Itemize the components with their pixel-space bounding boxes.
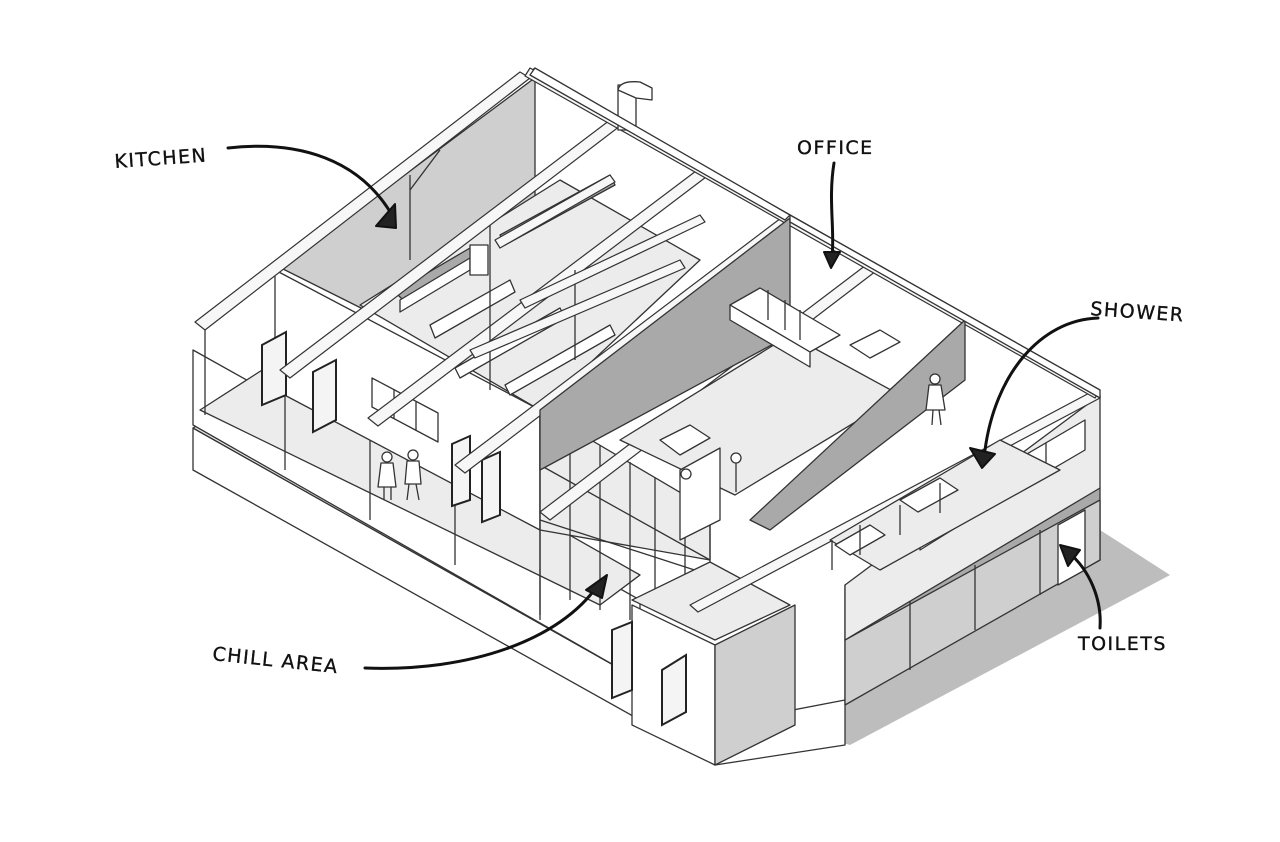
arrow-office [829,161,836,260]
terrace-door-3 [451,434,471,508]
left-back-wall-top [529,67,791,221]
toilets-lower-band [844,499,1101,706]
annex-side-door [611,620,633,700]
arrow-office-head [823,251,841,269]
terrace-window-1 [371,377,439,443]
terrace-door-4 [481,450,501,524]
shower-fixtures [831,373,959,570]
terrace-floor [199,364,641,606]
office-furniture [659,287,901,541]
arrow-kitchen-head [375,203,397,229]
arrow-shower-head [969,447,996,469]
people-figures [377,449,422,501]
label-toilets: TOILETS [1059,544,1167,655]
label-shower-text: SHOWER [1090,298,1186,327]
label-toilets-text: TOILETS [1077,633,1167,655]
shower-partition-wall [749,319,966,531]
shower-floor [829,439,1061,571]
terrace-door-2 [312,358,337,434]
ground-shadow [800,530,1170,745]
arrow-toilets-head [1059,544,1081,567]
arrow-kitchen [226,144,394,217]
right-block-top-edge [789,214,1101,399]
label-kitchen-text: KITCHEN [114,145,208,173]
label-office: OFFICE [797,137,874,269]
vent-pipe [617,81,653,131]
label-office-text: OFFICE [797,137,874,159]
kitchen-trusses [409,149,706,390]
arrow-chill-area-head [585,574,608,599]
arrow-shower [983,316,1100,452]
label-chill-area-text: CHILL AREA [211,643,339,678]
terrace-door-1 [261,330,287,407]
annex-door [661,653,687,727]
annex-right-wall [714,604,796,766]
arrow-chill-area [363,583,600,670]
